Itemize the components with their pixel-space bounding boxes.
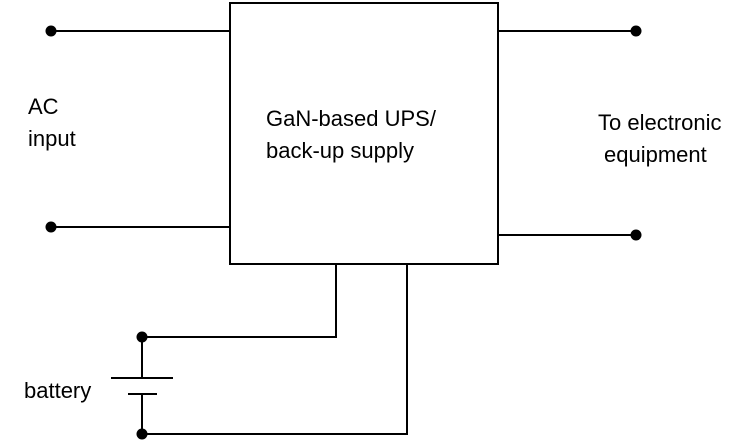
battery-wire-negative	[142, 264, 408, 435]
ac-input-terminal-bottom	[45, 221, 57, 233]
ac-input-terminal-top	[45, 25, 57, 37]
ups-block-label-line2: back-up supply	[266, 138, 414, 163]
battery-label: battery	[24, 378, 91, 403]
ac-input-label-line1: AC	[28, 94, 59, 119]
output-label-line2: equipment	[604, 142, 707, 167]
ups-block-label-line1: GaN-based UPS/	[266, 106, 437, 131]
battery-wire-positive	[142, 264, 337, 338]
output-terminal-top	[630, 25, 642, 37]
ac-input-label-line2: input	[28, 126, 76, 151]
ups-block	[229, 2, 499, 265]
output-terminal-bottom	[630, 229, 642, 241]
output-label-line1: To electronic	[598, 110, 722, 135]
